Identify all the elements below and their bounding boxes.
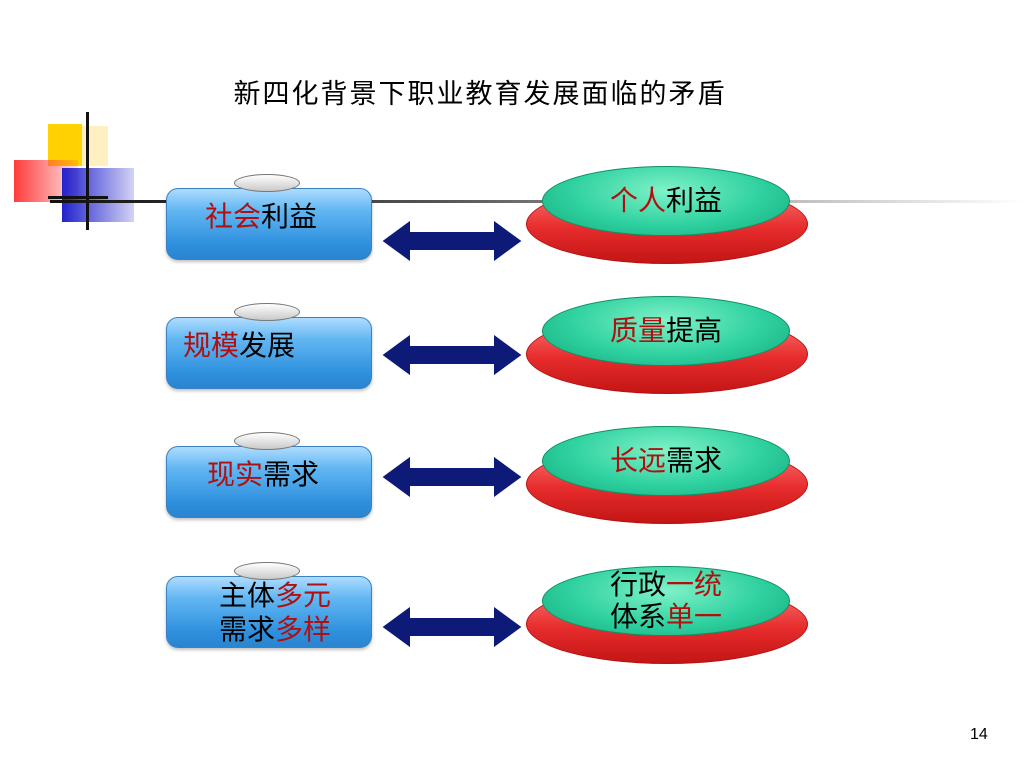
right-pill-2: 质量提高 [526,296,810,406]
label-black-part: 行政 [609,568,666,601]
pill-top-label: 行政一统 体系单一 [542,566,790,636]
label-black-part: 需求 [219,613,276,646]
left-box-label: 主体多元 需求多样 [166,576,372,648]
box-knob [234,432,300,450]
label-red-part: 个人 [609,184,666,217]
slide-logo-decoration [14,112,134,230]
label-red-part: 社会 [205,200,262,233]
left-box-4: 主体多元 需求多样 [164,562,376,662]
slide-title: 新四化背景下职业教育发展面临的矛盾 [233,79,727,110]
page-number: 14 [970,726,988,743]
label-red-part: 多样 [275,613,332,646]
label-black-part: 利益 [666,184,723,217]
label-red-part: 现实 [207,458,264,491]
left-box-label: 社会利益 [166,188,372,260]
label-black-part: 体系 [609,600,666,633]
box-knob [234,174,300,192]
double-arrow-icon [381,219,523,263]
pill-top-label: 长远需求 [542,426,790,496]
box-knob [234,303,300,321]
label-red-part: 单一 [666,600,723,633]
left-box-label: 规模发展 [166,317,372,389]
label-red-part: 长远 [609,444,666,477]
label-black-part: 利益 [261,200,318,233]
pill-top-label: 个人利益 [542,166,790,236]
label-black-part: 主体 [219,579,276,612]
label-black-part: 需求 [263,458,320,491]
label-red-part: 规模 [183,329,240,362]
left-box-2: 规模发展 [164,303,376,403]
double-arrow-icon [381,333,523,377]
double-arrow-icon [381,455,523,499]
right-pill-1: 个人利益 [526,166,810,276]
label-red-part: 质量 [609,314,666,347]
label-black-part: 需求 [666,444,723,477]
label-red-part: 多元 [275,579,332,612]
label-red-part: 一统 [666,568,723,601]
label-black-part: 发展 [239,329,296,362]
label-black-part: 提高 [666,314,723,347]
double-arrow-icon [381,605,523,649]
left-box-1: 社会利益 [164,174,376,274]
left-box-3: 现实需求 [164,432,376,532]
box-knob [234,562,300,580]
left-box-label: 现实需求 [166,446,372,518]
pill-top-label: 质量提高 [542,296,790,366]
right-pill-4: 行政一统 体系单一 [526,566,810,676]
header-divider-line [50,200,1024,203]
right-pill-3: 长远需求 [526,426,810,536]
